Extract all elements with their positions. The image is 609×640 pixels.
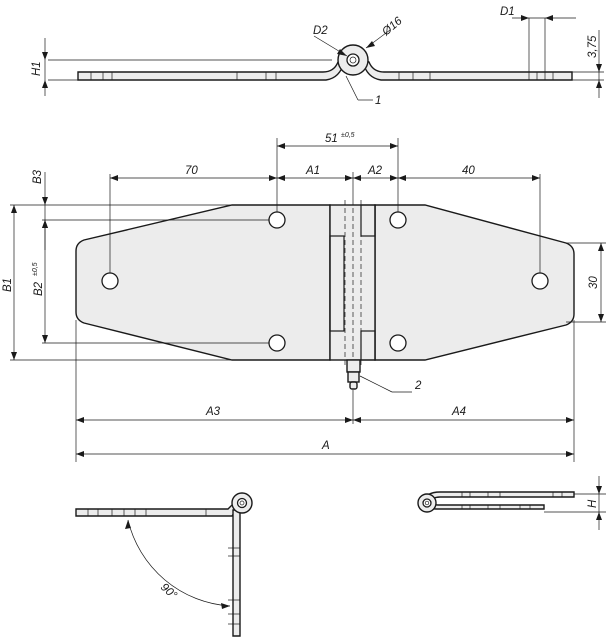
hole-bottom-left — [268, 334, 286, 352]
left-leaf — [75, 204, 331, 361]
top-pin — [349, 56, 357, 64]
hole-top-left — [268, 211, 286, 229]
top-leaf-right — [362, 59, 573, 81]
closed-view: H — [417, 476, 606, 530]
open-vertical-leaf — [232, 509, 241, 637]
hole-top-right — [389, 211, 407, 229]
extension-lines — [10, 138, 606, 462]
tolerance-b2: ±0,5 — [32, 262, 39, 276]
grease-nipple — [346, 359, 361, 373]
open-horizontal-leaf — [75, 502, 239, 517]
label-a1: A1 — [305, 165, 320, 177]
tolerance-51: ±0,5 — [341, 132, 355, 139]
label-h1: H1 — [31, 61, 43, 76]
label-30: 30 — [588, 276, 600, 289]
right-leaf — [374, 204, 575, 361]
top-leaf-hole-ticks — [90, 72, 554, 80]
callout-2: 2 — [414, 380, 422, 392]
hole-center-left — [101, 272, 119, 290]
knuckle-barrel — [329, 204, 376, 361]
front-view: 51 ±0,5 70 A1 A2 40 B3 B1 B2 ±0,5 — [2, 132, 606, 462]
label-b3: B3 — [32, 169, 44, 184]
label-a4: A4 — [451, 406, 466, 418]
closed-lower-leaf — [425, 501, 545, 510]
closed-upper-leaf — [421, 491, 575, 505]
label-90-deg: 90° — [158, 581, 179, 602]
label-a: A — [321, 440, 330, 452]
top-leaf-left — [77, 59, 345, 81]
knuckle-step-left — [329, 235, 345, 332]
label-40: 40 — [462, 165, 475, 177]
label-a2: A2 — [367, 165, 383, 177]
hole-bottom-right — [389, 334, 407, 352]
label-51: 51 — [325, 133, 338, 145]
label-70: 70 — [185, 165, 198, 177]
side-view-top: H1 D2 Ø16 1 D1 3,75 — [31, 6, 604, 107]
label-3-75: 3,75 — [587, 35, 599, 58]
hole-center-right — [531, 272, 549, 290]
open-90-view: 90° — [75, 492, 253, 637]
label-b2: B2 — [33, 281, 45, 296]
label-b1: B1 — [2, 278, 14, 292]
label-h: H — [587, 499, 599, 508]
callout-1: 1 — [375, 95, 381, 107]
top-pin-hole — [346, 53, 360, 67]
angle-arc — [127, 519, 231, 607]
label-a3: A3 — [205, 406, 221, 418]
label-d1: D1 — [500, 6, 515, 18]
label-d2: D2 — [313, 25, 328, 37]
